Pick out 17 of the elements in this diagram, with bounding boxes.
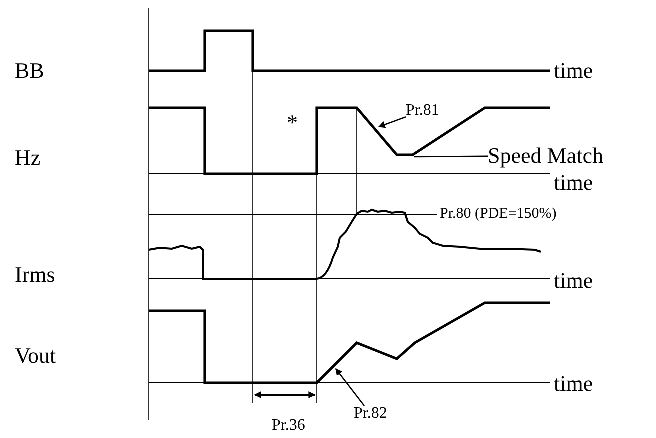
axis-label: time <box>554 172 594 194</box>
axis-label: time <box>554 60 594 82</box>
signal-name: Irms <box>15 264 56 286</box>
dimension-label: Pr.36 <box>272 418 306 434</box>
axis-label: time <box>554 270 594 292</box>
threshold-label: Pr.80 (PDE=150%) <box>440 207 557 222</box>
callout-label: Pr.82 <box>354 406 388 422</box>
signal-name: Hz <box>15 147 41 169</box>
leader-line <box>414 156 488 158</box>
leader-line <box>378 116 406 128</box>
callout-label: Speed Match <box>488 145 604 167</box>
axis-label: time <box>554 373 594 395</box>
signal-name: BB <box>15 60 44 82</box>
leader-line <box>335 368 366 406</box>
callout-label: Pr.81 <box>406 103 440 119</box>
signal-name: Vout <box>15 345 56 367</box>
asterisk: * <box>287 112 298 134</box>
